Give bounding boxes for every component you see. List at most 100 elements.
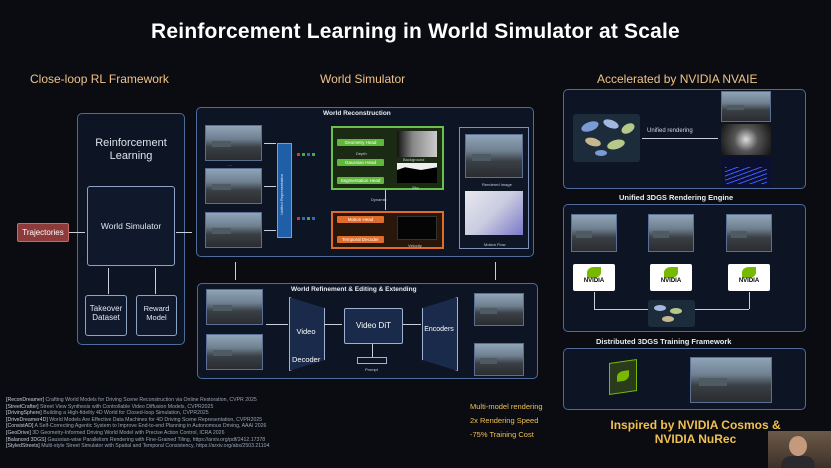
arrow-input	[264, 143, 276, 144]
arrow-up-refinement	[235, 262, 236, 280]
prompt-box	[357, 357, 387, 364]
reference-item: [DrivingSphere] Building a High-fidelity…	[6, 410, 209, 417]
geometry-head: Geometry Head	[337, 139, 384, 146]
arrow-prompt	[372, 344, 373, 358]
slide-title: Reinforcement Learning in World Simulato…	[151, 20, 680, 43]
ellipsis-icon: ···	[228, 163, 232, 168]
world-reconstruction-title: World Reconstruction	[323, 110, 391, 117]
token-icon	[312, 217, 315, 220]
training-framework-title: Distributed 3DGS Training Framework	[596, 337, 732, 346]
speaker-face	[789, 436, 807, 456]
dynamic-label: Dynamic	[371, 197, 387, 202]
token-icon	[307, 217, 310, 220]
nvidia-logo: NVIDIA	[728, 264, 770, 291]
arrow-dynamic	[385, 190, 386, 210]
arrow-up-reward	[155, 268, 156, 294]
gaussian-ellipses-image	[573, 114, 640, 162]
video-dit-label: Video DiT	[356, 321, 391, 330]
rgb-render-image	[721, 91, 771, 122]
gaussian-head: Gaussian Head	[337, 159, 384, 166]
arrow-trajectories	[69, 232, 85, 233]
engine-view-image	[571, 214, 617, 252]
reference-item: [StreetCrafter] Street View Synthesis wi…	[6, 403, 214, 410]
engine-view-image	[726, 214, 772, 252]
input-camera-image	[205, 212, 262, 248]
token-icon	[302, 153, 305, 156]
output-video-frame	[206, 289, 263, 325]
token-icon	[297, 217, 300, 220]
nvidia-logo: NVIDIA	[650, 264, 692, 291]
arrow-input	[264, 186, 276, 187]
sky-mask-image	[397, 163, 437, 183]
reference-item: [Balanced 3DGS] Gaussian-wise Parallelis…	[6, 436, 266, 443]
training-scene-image	[690, 357, 772, 403]
stat-rendering-speed: 2x Rendering Speed	[470, 416, 539, 425]
token-icon	[297, 153, 300, 156]
references-list: [ReconDreamer] Crafting World Models for…	[6, 397, 336, 450]
unified-rendering-label: Unified rendering	[647, 128, 693, 134]
stat-training-cost: -75% Training Cost	[470, 430, 534, 439]
reward-model-label: Reward Model	[143, 304, 170, 322]
connector-line	[594, 292, 595, 309]
arrow-encoder-to-dit	[403, 324, 421, 325]
edited-input-frame	[474, 293, 524, 326]
reference-item: [GeoDrive] 3D Geometry-Informed Driving …	[6, 429, 225, 436]
world-simulator-box: World Simulator	[87, 186, 175, 266]
motion-head: Motion Head	[337, 216, 384, 223]
encoders-block	[422, 297, 458, 371]
reference-item: [StyledStreets] Multi-style Street Simul…	[6, 443, 270, 450]
unified-representation-bar: Unified Representation	[277, 143, 292, 238]
depth-map-image	[397, 131, 437, 157]
world-refinement-title: World Refinement & Editing & Extending	[291, 286, 417, 293]
stat-multimodel: Multi-model rendering	[470, 402, 543, 411]
unified-representation-label: Unified Representation	[279, 174, 284, 215]
nvidia-logo-text: NVIDIA	[738, 278, 760, 284]
arrow-input	[264, 230, 276, 231]
velocity-label: Velocity	[408, 243, 422, 248]
arrow-down-refinement	[495, 262, 496, 280]
inspired-by-text: Inspired by NVIDIA Cosmos & NVIDIA NuRec	[610, 418, 781, 446]
section-closeloop-heading: Close-loop RL Framework	[30, 72, 169, 86]
encoders-label: Encoders	[424, 326, 454, 333]
trajectories-label: Trajectories	[22, 228, 64, 237]
edited-input-frame	[474, 343, 524, 376]
reference-item: [DriveDreamer4D] World Models Are Effect…	[6, 416, 263, 423]
speaker-video[interactable]	[768, 431, 831, 468]
token-icon	[302, 217, 305, 220]
reinforcement-learning-label: Reinforcement Learning	[95, 137, 167, 162]
section-accelerated-heading: Accelerated by NVIDIA NVAIE	[597, 72, 758, 86]
connector-line	[749, 292, 750, 309]
sky-label: Sky	[412, 185, 419, 190]
arrow-dit-to-decoder	[324, 324, 342, 325]
output-video-frame	[206, 334, 263, 370]
gpu-chip-icon	[609, 359, 637, 395]
reference-item: [ReconDreamer] Crafting World Models for…	[6, 397, 257, 403]
lidar-render-image	[721, 157, 771, 188]
takeover-dataset-box: Takeover Dataset	[85, 295, 127, 336]
section-worldsim-heading: World Simulator	[320, 72, 406, 86]
velocity-image	[397, 216, 437, 240]
prompt-label: Prompt	[365, 367, 378, 372]
arrow-down-takeover	[108, 268, 109, 294]
motion-flow-image	[465, 191, 523, 235]
temporal-decoder: Temporal Decoder	[337, 236, 384, 243]
rendered-image	[465, 134, 523, 178]
trajectories-box: Trajectories	[17, 223, 69, 242]
token-icon	[307, 153, 310, 156]
nvidia-logo-text: NVIDIA	[583, 278, 605, 284]
motion-flow-label: Motion Flow	[484, 242, 506, 247]
world-simulator-label: World Simulator	[100, 221, 162, 231]
rendered-image-label: Rendered Image	[482, 182, 512, 187]
engine-view-image	[648, 214, 694, 252]
reference-item: [ConsistAD] A Self-Correcting Agentic Sy…	[6, 423, 267, 430]
reward-model-box: Reward Model	[136, 295, 177, 336]
video-dit-block: Video DiT	[344, 308, 403, 344]
depth-render-image	[721, 124, 771, 155]
arrow-unified-rendering	[642, 138, 718, 139]
background-label: Background	[403, 157, 425, 162]
takeover-dataset-label: Takeover Dataset	[89, 304, 123, 322]
input-camera-image	[205, 168, 262, 204]
token-icon	[312, 153, 315, 156]
depth-label: Depth	[356, 151, 367, 156]
arrow-to-frames	[266, 324, 288, 325]
